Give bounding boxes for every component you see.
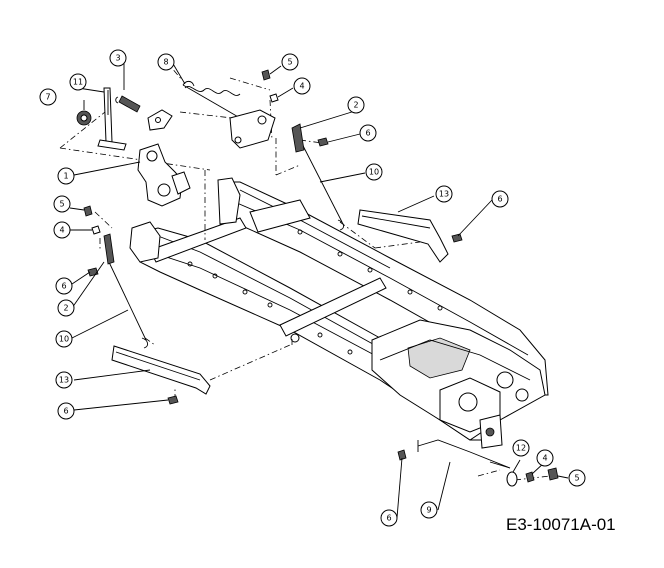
- callout-label: 2: [63, 304, 68, 313]
- callout: 6: [359, 124, 377, 142]
- callout-label: 6: [63, 407, 68, 416]
- callout-label: 4: [299, 82, 304, 91]
- part-nut-4-left: [91, 225, 101, 235]
- callout: 10: [55, 330, 73, 348]
- callout: 5: [281, 53, 299, 71]
- part-nut-4-bottom: [525, 471, 535, 483]
- callout: 3: [109, 49, 127, 67]
- part-nut-4-top: [269, 93, 279, 103]
- part-rod-10-left: [103, 233, 149, 349]
- callout: 1: [57, 167, 75, 185]
- part-rod-11: [97, 87, 127, 151]
- part-rod-9: [417, 439, 511, 469]
- callout: 8: [157, 53, 175, 71]
- part-rod-10-right: [291, 123, 345, 231]
- part-pin-6-right: [451, 233, 463, 243]
- callout: 9: [420, 501, 438, 519]
- callout: 13: [55, 371, 73, 389]
- callout-label: 5: [287, 58, 292, 67]
- callout-label: 1: [63, 172, 68, 181]
- part-pin-6-right-top: [317, 137, 329, 147]
- callout: 4: [293, 77, 311, 95]
- callout: 5: [53, 195, 71, 213]
- callout-label: 4: [59, 226, 64, 235]
- callout-label: 6: [497, 195, 502, 204]
- callout-label: 3: [115, 54, 120, 63]
- callout-label: 6: [365, 129, 370, 138]
- callout-label: 6: [386, 514, 391, 523]
- chassis-frame: [129, 177, 549, 449]
- callout: 11: [69, 73, 87, 91]
- callout: 13: [435, 185, 453, 203]
- part-spring: [182, 80, 276, 149]
- callout-label: 8: [163, 58, 168, 67]
- callout-label: 4: [542, 454, 547, 463]
- callout-label: 7: [45, 93, 50, 102]
- callout-label: 10: [59, 335, 69, 344]
- callout-label: 13: [439, 190, 449, 199]
- callout-label: 11: [73, 78, 83, 87]
- callout: 12: [512, 439, 530, 457]
- part-washer-12: [506, 471, 518, 487]
- part-bolt-5-bottom: [547, 467, 559, 481]
- callout: 4: [536, 449, 554, 467]
- callout-label: 2: [353, 101, 358, 110]
- part-slide-13-left: [111, 345, 211, 395]
- callout: 4: [53, 221, 71, 239]
- callout: 6: [57, 402, 75, 420]
- part-knob-7: [76, 110, 92, 126]
- callout: 10: [365, 163, 383, 181]
- part-pin-6-bottom: [167, 395, 179, 405]
- part-bolt-5-top: [261, 69, 271, 81]
- leader-lines: [69, 60, 569, 519]
- drawing-code: E3-10071A-01: [506, 515, 616, 534]
- assembly-guide-lines: [59, 59, 551, 481]
- callout: 6: [55, 277, 73, 295]
- callout-label: 6: [61, 282, 66, 291]
- callout-label: 9: [426, 506, 431, 515]
- callout: 6: [491, 190, 509, 208]
- callout-label: 12: [516, 444, 526, 453]
- part-bracket-plate: [147, 109, 173, 131]
- callout-label: 10: [369, 168, 379, 177]
- part-pin-6-bottom-right: [397, 449, 407, 461]
- callout-label: 5: [59, 200, 64, 209]
- part-brake-lever: [137, 143, 191, 207]
- part-slide-13-right: [357, 209, 449, 263]
- callout-label: 5: [574, 474, 579, 483]
- part-grip-3: [115, 95, 141, 113]
- callout: 7: [39, 88, 57, 106]
- callout: 6: [380, 509, 398, 527]
- callout-label: 13: [59, 376, 69, 385]
- callout: 2: [347, 96, 365, 114]
- callout: 5: [568, 469, 586, 487]
- callout: 2: [57, 299, 75, 317]
- part-bolt-5-left: [83, 205, 93, 217]
